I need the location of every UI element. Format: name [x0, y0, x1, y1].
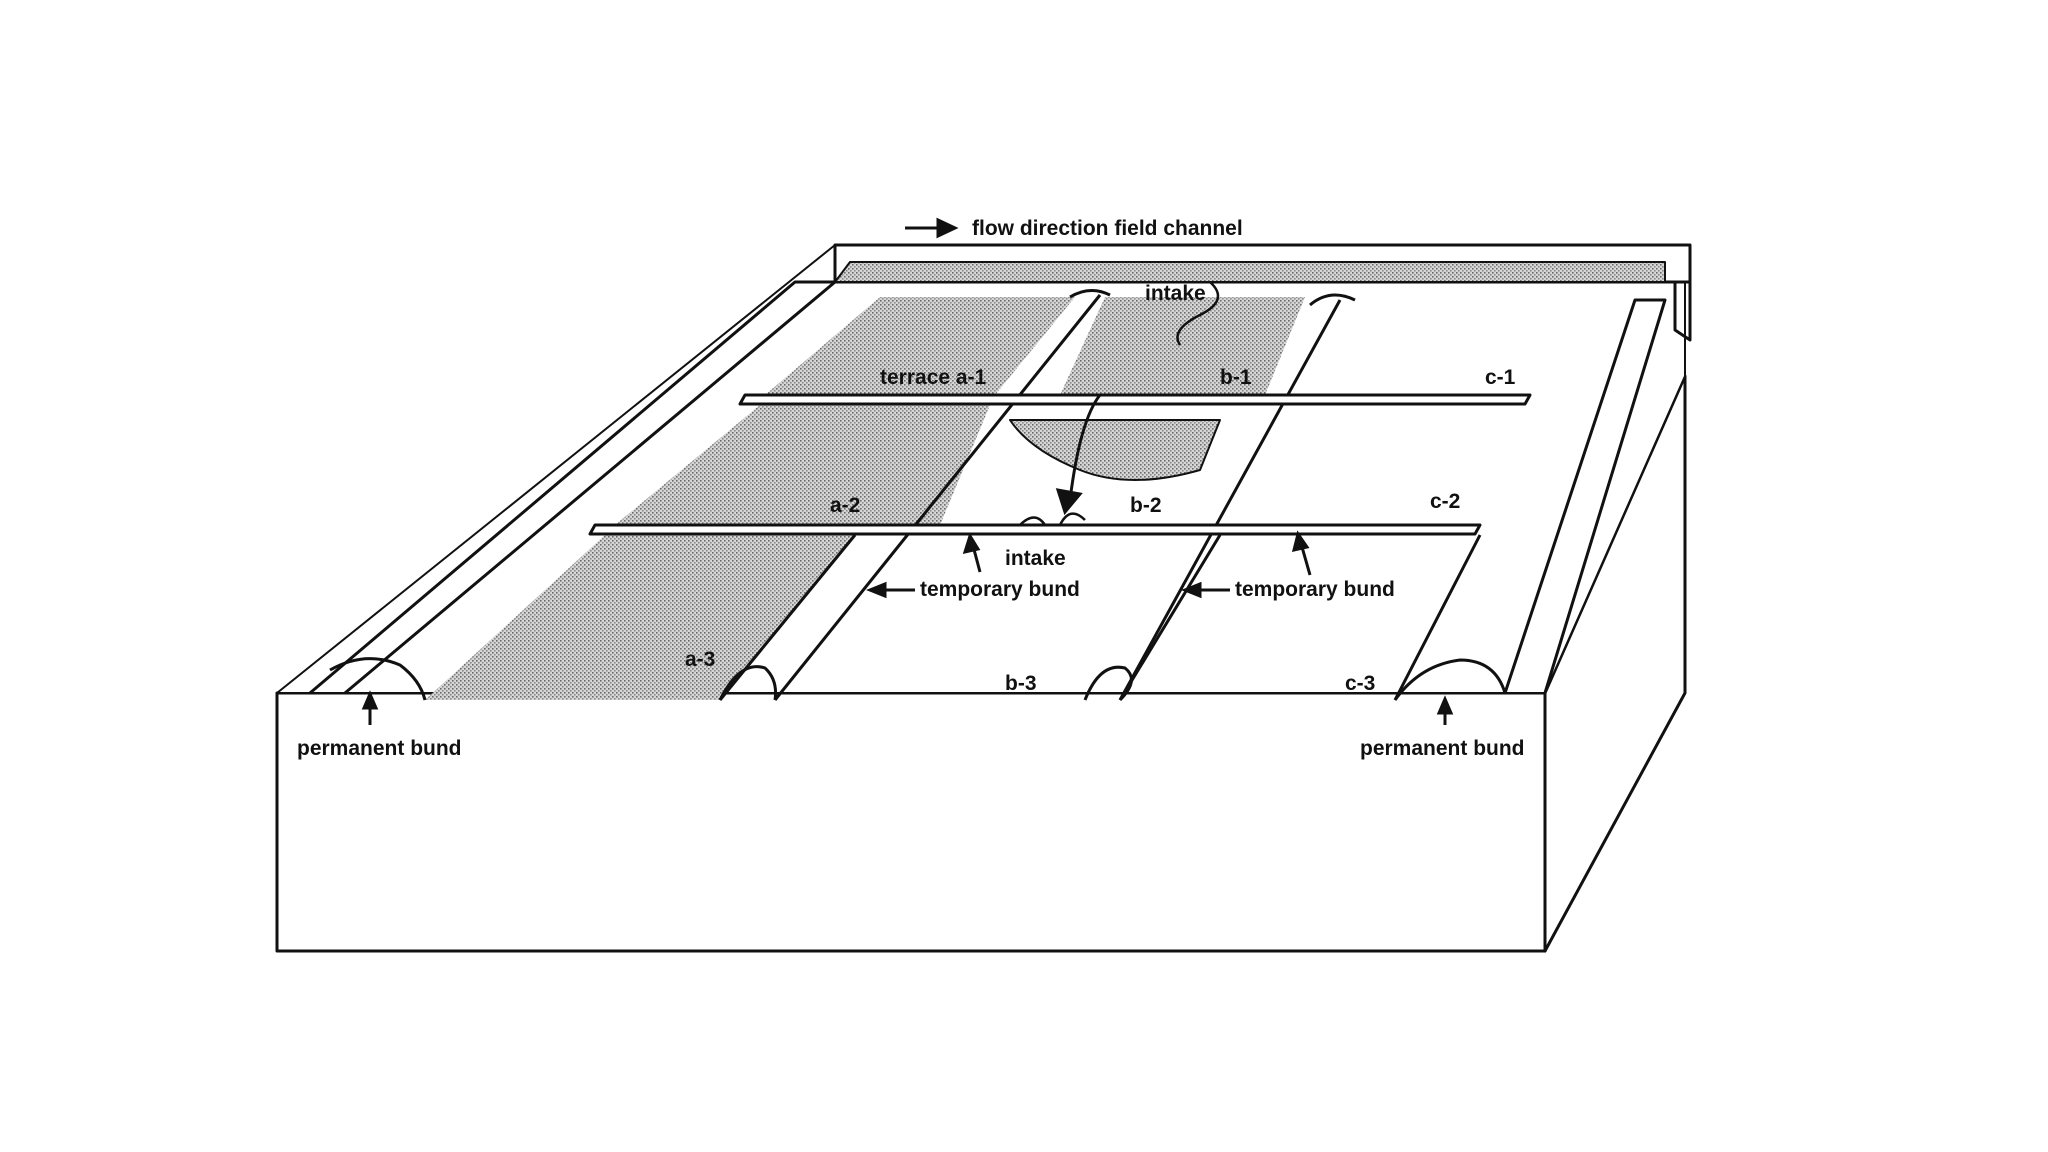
terrace-c2-label: c-2: [1430, 490, 1460, 513]
terrace-a1-label: terrace a-1: [880, 366, 987, 389]
flow-direction-arrowhead: [938, 220, 955, 236]
terrace-a2-label: a-2: [830, 494, 860, 517]
intake-mid-label: intake: [1005, 547, 1066, 570]
cross-bund-row-1: [740, 395, 1530, 404]
block-front-face: [277, 693, 1545, 951]
flow-channel-label: flow direction field channel: [972, 217, 1243, 240]
terrace-c3-label: c-3: [1345, 672, 1375, 695]
field-channel-water: [835, 262, 1665, 282]
intake-top-label: intake: [1145, 282, 1206, 305]
perm-bund-right-label: permanent bund: [1360, 737, 1525, 760]
terrace-b2-label: b-2: [1130, 494, 1162, 517]
terrace-a3-label: a-3: [685, 648, 715, 671]
temp-bund-right-label: temporary bund: [1235, 578, 1395, 601]
terrace-b3-label: b-3: [1005, 672, 1037, 695]
terrace-b1-label: b-1: [1220, 366, 1252, 389]
temp-bund-left-label: temporary bund: [920, 578, 1080, 601]
terrace-c1-label: c-1: [1485, 366, 1516, 389]
perm-bund-left-label: permanent bund: [297, 737, 462, 760]
cross-bund-row-2: [590, 525, 1480, 534]
